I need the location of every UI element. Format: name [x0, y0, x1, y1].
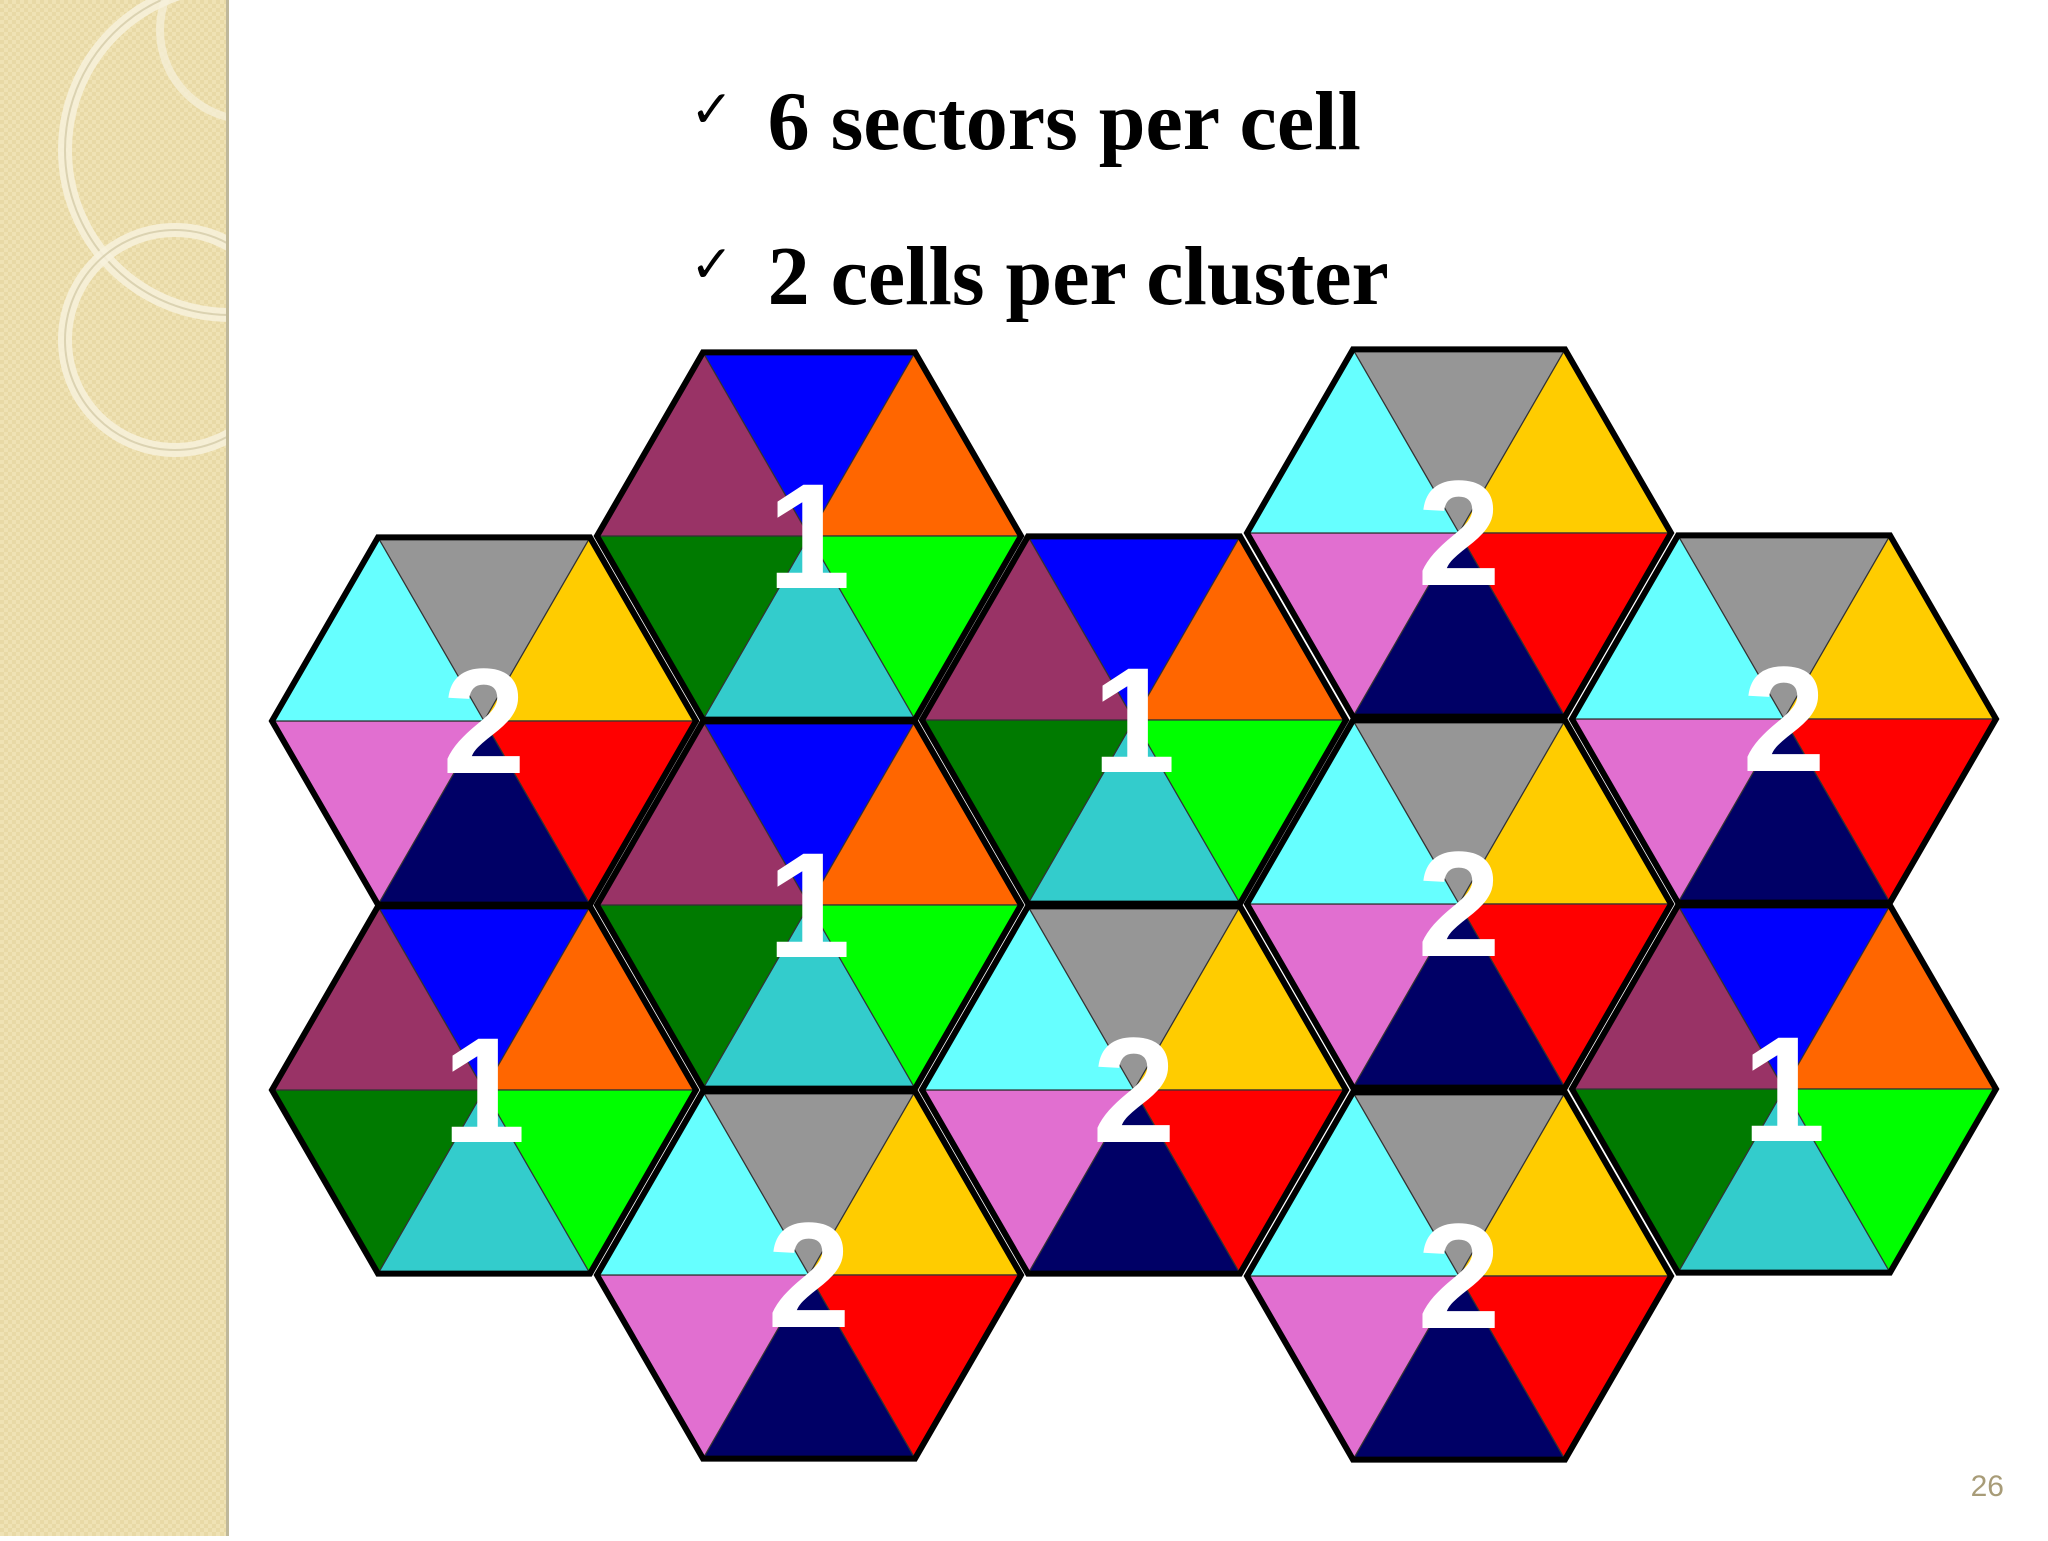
hex-cell-outline: [1568, 902, 2000, 1276]
hex-cell-outline: [918, 903, 1350, 1277]
sidebar-divider: [226, 0, 229, 1536]
hex-cell: [1243, 346, 1675, 720]
bullet-sectors: ✓6 sectors per cell: [690, 80, 1361, 164]
hex-cell: [593, 1088, 1025, 1462]
cell-label: 2: [442, 637, 525, 805]
hex-cell: [918, 533, 1350, 907]
hex-cell: [1568, 532, 2000, 906]
cell-label: 1: [1742, 1005, 1825, 1173]
hex-cell-outline: [268, 903, 700, 1277]
bullet-text: 6 sectors per cell: [767, 75, 1361, 168]
checkmark-icon: ✓: [690, 80, 734, 140]
decorative-sidebar: [0, 0, 402, 1536]
cell-label: 1: [767, 452, 850, 620]
cell-label: 2: [1417, 1192, 1500, 1360]
page-number: 26: [1970, 1470, 2004, 1503]
bullet-cells: ✓2 cells per cluster: [690, 235, 1389, 319]
cell-label: 2: [1092, 1006, 1175, 1174]
hex-cell: [1243, 717, 1675, 1091]
cell-label: 1: [1092, 636, 1175, 804]
cell-label: 1: [767, 821, 850, 989]
cell-label: 2: [767, 1191, 850, 1359]
hex-cell: [1568, 902, 2000, 1276]
checkmark-icon: ✓: [690, 235, 734, 295]
cell-label: 1: [442, 1006, 525, 1174]
hex-cell: [593, 349, 1025, 723]
hex-cell: [1243, 1089, 1675, 1463]
sidebar-ornament: [0, 0, 402, 1536]
hex-cell-outline: [593, 1088, 1025, 1462]
hex-cell-outline: [1243, 346, 1675, 720]
hex-cell-outline: [1243, 1089, 1675, 1463]
hex-cell: [268, 903, 700, 1277]
hex-cell: [593, 718, 1025, 1092]
hex-cell: [918, 903, 1350, 1277]
bullet-text: 2 cells per cluster: [767, 230, 1389, 323]
cell-label: 2: [1742, 635, 1825, 803]
cell-label: 2: [1417, 820, 1500, 988]
hex-cell: [268, 534, 700, 908]
cell-label: 2: [1417, 449, 1500, 617]
hex-cell-outline: [1243, 717, 1675, 1091]
